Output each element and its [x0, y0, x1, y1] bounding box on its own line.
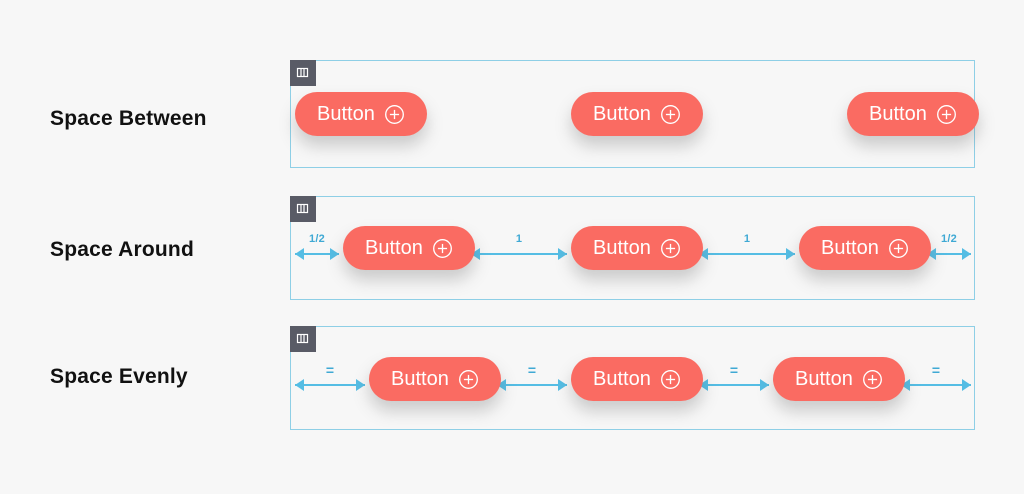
- row-label-space-between: Space Between: [50, 107, 207, 130]
- button-item[interactable]: Button: [799, 226, 931, 270]
- button-item[interactable]: Button: [571, 357, 703, 401]
- arrow-right-icon: [962, 379, 971, 391]
- plus-circle-icon: [660, 104, 680, 124]
- layout-columns-icon[interactable]: [289, 59, 316, 86]
- spacing-measure-label: =: [325, 362, 335, 378]
- button-item[interactable]: Button: [343, 226, 475, 270]
- button-label: Button: [593, 368, 651, 390]
- button-item[interactable]: Button: [369, 357, 501, 401]
- button-label: Button: [869, 103, 927, 125]
- spacing-measure: =: [497, 363, 567, 393]
- button-item[interactable]: Button: [295, 92, 427, 136]
- spacing-measure-label: =: [931, 362, 941, 378]
- measure-line: [699, 253, 795, 255]
- measure-line: [927, 253, 971, 255]
- spacing-measure-label: 1: [515, 233, 523, 245]
- arrow-right-icon: [558, 248, 567, 260]
- spacing-measure: 1/2: [927, 232, 971, 262]
- plus-circle-icon: [936, 104, 956, 124]
- plus-circle-icon: [660, 369, 680, 389]
- spacing-measure-label: 1/2: [309, 233, 325, 245]
- plus-circle-icon: [888, 238, 908, 258]
- button-label: Button: [593, 237, 651, 259]
- button-item[interactable]: Button: [773, 357, 905, 401]
- arrow-right-icon: [786, 248, 795, 260]
- plus-circle-icon: [458, 369, 478, 389]
- spacing-measure: =: [699, 363, 769, 393]
- flex-container-space-evenly: = = = = Button: [289, 325, 975, 430]
- button-label: Button: [821, 237, 879, 259]
- button-label: Button: [365, 237, 423, 259]
- spacing-measure: =: [295, 363, 365, 393]
- row-label-space-evenly: Space Evenly: [50, 365, 188, 388]
- layout-columns-icon[interactable]: [289, 195, 316, 222]
- button-item[interactable]: Button: [847, 92, 979, 136]
- button-label: Button: [593, 103, 651, 125]
- spacing-measure-label: =: [527, 362, 537, 378]
- measure-line: [295, 384, 365, 386]
- spacing-measure: 1: [471, 232, 567, 262]
- arrow-right-icon: [356, 379, 365, 391]
- arrow-right-icon: [330, 248, 339, 260]
- measure-line: [497, 384, 567, 386]
- spacing-measure-label: 1: [743, 233, 751, 245]
- button-label: Button: [795, 368, 853, 390]
- spacing-measure-label: =: [729, 362, 739, 378]
- arrow-left-icon: [295, 248, 304, 260]
- spacing-measure: 1: [699, 232, 795, 262]
- measure-line: [901, 384, 971, 386]
- flex-container-space-around: 1/2 1 1 1/2 Button: [289, 195, 975, 300]
- button-label: Button: [391, 368, 449, 390]
- flex-container-space-between: Button Button Button: [289, 59, 979, 168]
- plus-circle-icon: [660, 238, 680, 258]
- arrow-right-icon: [962, 248, 971, 260]
- measure-line: [295, 253, 339, 255]
- layout-columns-icon[interactable]: [289, 325, 316, 352]
- plus-circle-icon: [862, 369, 882, 389]
- measure-line: [699, 384, 769, 386]
- button-label: Button: [317, 103, 375, 125]
- arrow-right-icon: [558, 379, 567, 391]
- button-item[interactable]: Button: [571, 92, 703, 136]
- arrow-right-icon: [760, 379, 769, 391]
- row-label-space-around: Space Around: [50, 238, 194, 261]
- spacing-measure-label: 1/2: [941, 233, 957, 245]
- arrow-left-icon: [295, 379, 304, 391]
- plus-circle-icon: [384, 104, 404, 124]
- spacing-measure: =: [901, 363, 971, 393]
- measure-line: [471, 253, 567, 255]
- spacing-measure: 1/2: [295, 232, 339, 262]
- button-item[interactable]: Button: [571, 226, 703, 270]
- plus-circle-icon: [432, 238, 452, 258]
